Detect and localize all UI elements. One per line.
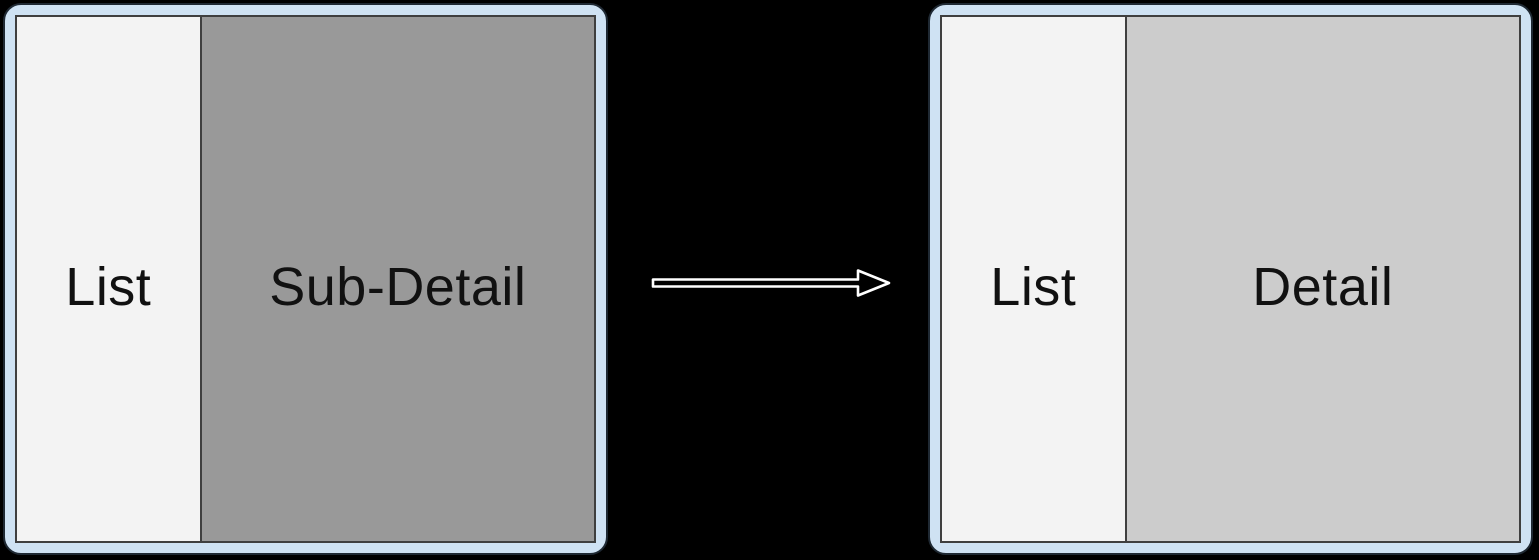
list-panel-before: List bbox=[17, 17, 202, 541]
screen-before: List Sub-Detail bbox=[15, 15, 596, 543]
device-frame-before: List Sub-Detail bbox=[3, 3, 608, 555]
screen-after: List Detail bbox=[940, 15, 1521, 543]
detail-panel: Detail bbox=[1126, 17, 1519, 541]
list-panel-after: List bbox=[942, 17, 1127, 541]
detail-label: Detail bbox=[1252, 257, 1394, 317]
device-frame-after: List Detail bbox=[928, 3, 1533, 555]
sub-detail-panel: Sub-Detail bbox=[201, 17, 594, 541]
right-arrow-path bbox=[651, 269, 891, 297]
list-label-before: List bbox=[65, 257, 152, 317]
right-arrow-icon bbox=[651, 269, 891, 297]
list-label-after: List bbox=[990, 257, 1077, 317]
sub-detail-label: Sub-Detail bbox=[269, 257, 527, 317]
